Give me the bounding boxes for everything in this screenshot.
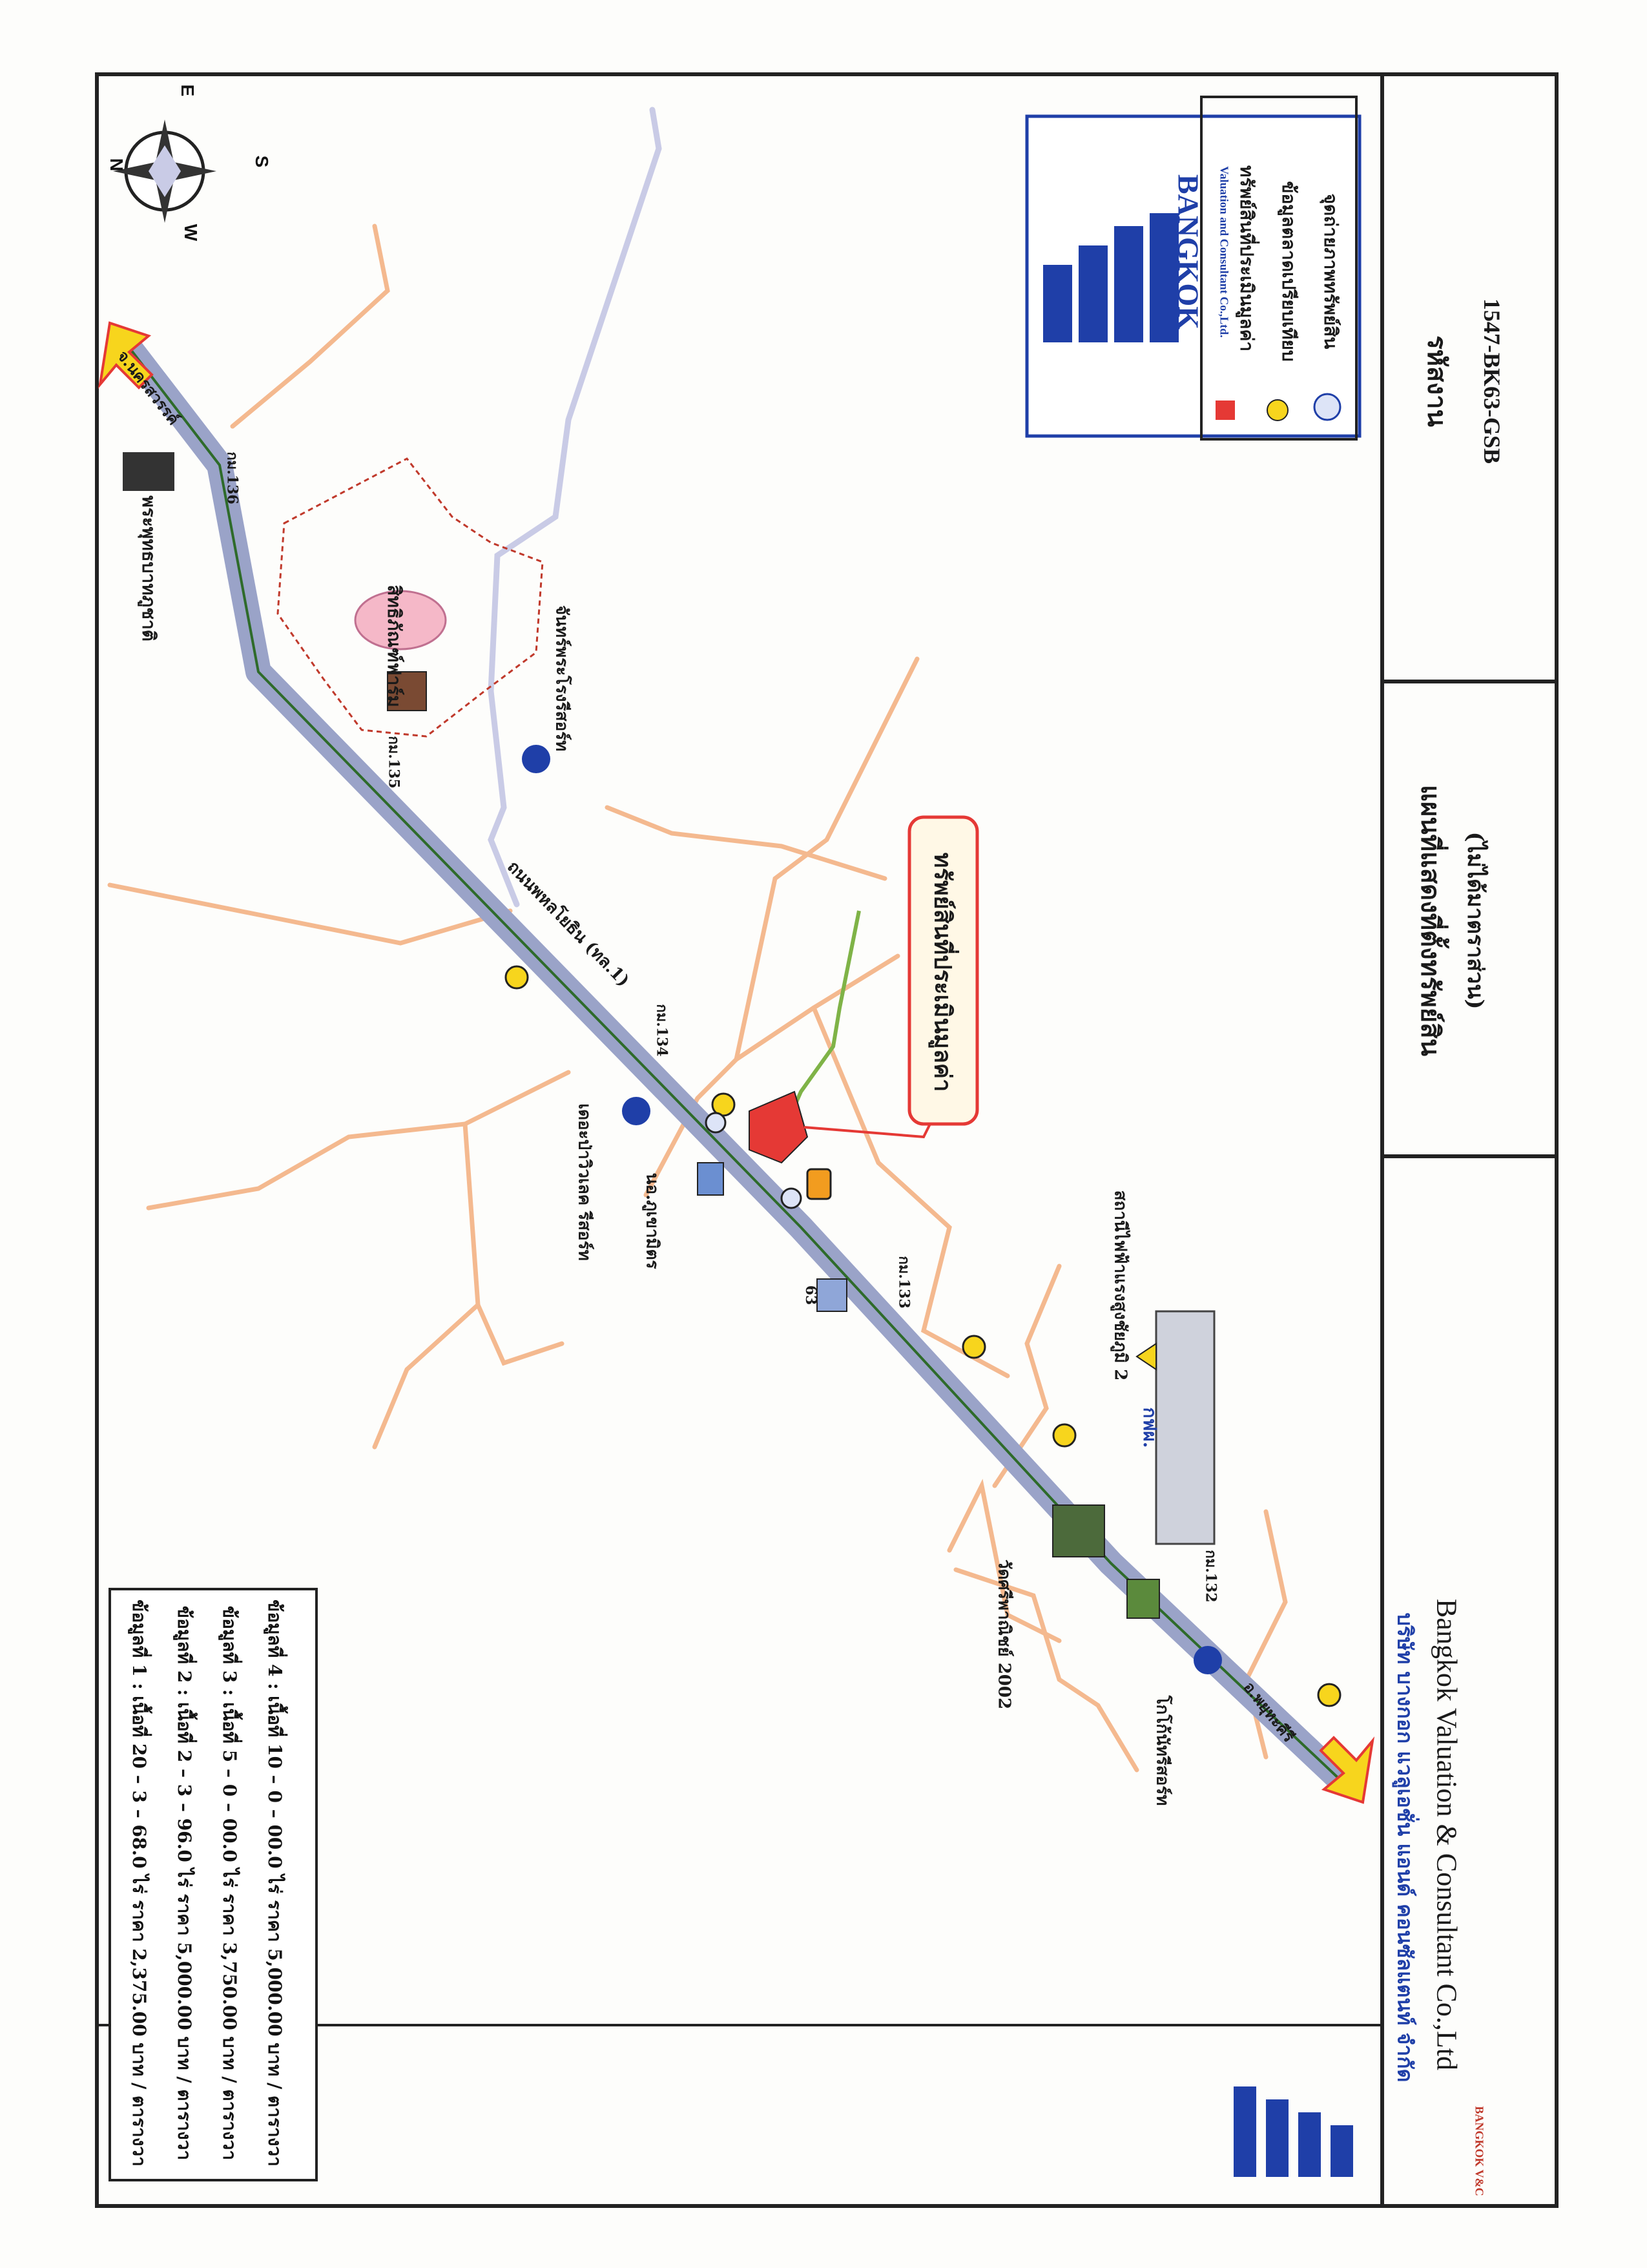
code-label: รหัสงาน — [1422, 335, 1452, 427]
comparable-markers — [504, 965, 1341, 1707]
outer-frame — [95, 72, 1559, 2208]
landmark-resort-b: เดอะป่าวิวเลค รีสอร์ท — [574, 1103, 594, 1261]
buddha-statue-icon — [123, 452, 174, 491]
canal — [488, 107, 662, 908]
company-name-th: บริษัท บางกอก แวลูเอชั่น แอนด์ คอนซัลแตน… — [1393, 1612, 1418, 2083]
photo-markers — [705, 1112, 802, 1209]
hotel-icon — [522, 745, 550, 773]
building-icon — [816, 1278, 847, 1312]
legend-comparable-icon — [1267, 399, 1289, 421]
hotel-icon — [1194, 1646, 1222, 1674]
market-data-2: ข้อมูลที่ 2 : เนื้อที่ 2 – 3 – 96.0 ไร่ … — [174, 1605, 195, 2161]
market-data-4: ข้อมูลที่ 4 : เนื้อที่ 10 – 0 – 00.0 ไร่… — [264, 1599, 285, 2167]
compass-s: S — [252, 155, 272, 168]
photo-point-icon — [705, 1112, 727, 1134]
bvc-logo-icon — [1043, 213, 1179, 342]
landmark-temple: วัดศรีพาณิชย์ 2002 — [994, 1559, 1014, 1710]
comparable-marker-icon — [962, 1335, 986, 1359]
km-136: กม.136 — [223, 452, 241, 505]
comparable-marker-icon — [504, 965, 529, 990]
subject-property-parcel — [749, 1090, 809, 1164]
comparable-marker-icon — [1052, 1423, 1077, 1448]
market-data-1: ข้อมูลที่ 1 : เนื้อที่ 20 – 3 – 68.0 ไร่… — [129, 1599, 150, 2167]
market-data-3: ข้อมูลที่ 3 : เนื้อที่ 5 – 0 – 00.0 ไร่ … — [219, 1605, 240, 2161]
map-callout: ทรัพย์สินที่ประเมินมูลค่า — [929, 852, 957, 1092]
km-132: กม.132 — [1202, 1550, 1219, 1603]
landmark-station: สถานีไฟฟ้าแรงสูงชัยภูมิ 2 — [1110, 1190, 1130, 1381]
school-building-icon — [697, 1162, 724, 1196]
code-value: 1547-BK63-GSB — [1479, 298, 1505, 464]
compass-icon — [113, 120, 216, 223]
company-logo-text: BANGKOK V&C — [1473, 2106, 1486, 2196]
compass-w: W — [181, 224, 201, 242]
market-data-box — [109, 1588, 318, 2181]
company-logo-icon — [1234, 2086, 1353, 2177]
legend-photo: จุดถ่ายภาพทรัพย์สิน — [1320, 193, 1341, 349]
power-station-icon — [1155, 1310, 1216, 1545]
compass-e: E — [178, 84, 198, 97]
landmark-pea: กฟผ. — [1139, 1407, 1161, 1448]
logo-brand-sub: Valuation and Consultant Co.,Ltd. — [1217, 166, 1231, 338]
legend-box — [1200, 96, 1358, 441]
hotel-icons — [522, 745, 1222, 1674]
logo-brand: BANGKOK — [1172, 174, 1205, 330]
landmark-buddha: พระพุทธบาทภูชาติ — [138, 495, 160, 641]
legend-photo-icon — [1313, 393, 1341, 421]
pig-farm-icon — [354, 590, 447, 650]
gas-station-icon — [806, 1168, 832, 1200]
photo-point-icon — [780, 1187, 802, 1209]
km-133: กม.133 — [895, 1256, 913, 1309]
farm-boundary — [276, 457, 544, 738]
north-direction-arrow-icon — [98, 321, 154, 390]
callout-box — [907, 815, 979, 1126]
landmark-road-no: 63 — [802, 1285, 819, 1306]
company-name-en: Bangkok Valuation & Consultant Co.,Ltd — [1431, 1598, 1463, 2071]
landmark-school: นอ.ภูเขามิตร — [642, 1172, 662, 1269]
landmark-farm: สิทธิภัณฑ์ฟาร์ม — [384, 585, 405, 707]
landmark-resort-c: โกโก้นัทรีสอร์ท — [1152, 1695, 1172, 1806]
compass-n: N — [107, 158, 127, 172]
legend-comparables: ข้อมูลตลาดเปรียบเทียบ — [1278, 181, 1300, 362]
km-135: กม.135 — [385, 736, 402, 789]
legend-subject-swatch — [1216, 401, 1235, 420]
map-subtitle: (ไม่ได้มาตราส่วน) — [1462, 831, 1488, 1010]
temple-icon — [1052, 1504, 1105, 1557]
landmark-resort-a: จันทร์พระโรงรีสอร์ท — [552, 605, 572, 752]
farm-barn-icon — [387, 671, 427, 711]
warning-icon — [1135, 1342, 1157, 1371]
legend-subject: ทรัพย์สินที่ประเมินมูลค่า — [1236, 165, 1258, 352]
comparable-marker-icon — [1317, 1683, 1341, 1707]
minor-roads — [107, 224, 1288, 1773]
hotel-icon — [622, 1097, 650, 1125]
km-134: กม.134 — [653, 1004, 670, 1057]
map-title: แผนที่แสดงที่ตั้งทรัพย์สิน — [1415, 785, 1445, 1056]
shop-icon — [1126, 1579, 1160, 1619]
south-direction-arrow-icon — [1319, 1736, 1375, 1804]
